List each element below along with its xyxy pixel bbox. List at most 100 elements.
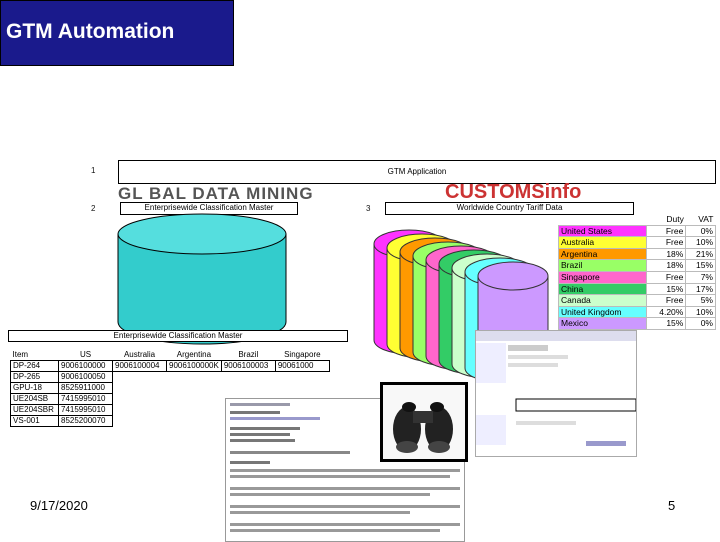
classification-header: Brazil	[238, 350, 259, 359]
classification-header: Australia	[123, 350, 156, 359]
tariff-country-cell: United Kingdom	[557, 305, 648, 319]
tariff-header-row: Duty VAT	[559, 214, 716, 225]
gtm-application-box: GTM Application	[118, 160, 716, 184]
step2-number: 2	[91, 204, 96, 213]
tariff-duty-cell: 18%	[646, 247, 687, 261]
binoculars-icon	[393, 402, 453, 453]
classification-header: US	[79, 350, 92, 359]
tariff-country-cell: Australia	[557, 236, 648, 249]
tariff-country-cell: Canada	[557, 294, 648, 307]
classification-cell: 8525200070	[58, 415, 113, 427]
tariff-data-box: Worldwide Country Tariff Data	[385, 202, 634, 215]
master-label-box: Enterprisewide Classification Master	[8, 330, 348, 342]
gtm-application-label: GTM Application	[387, 167, 447, 176]
classification-cell: DP-265	[10, 371, 59, 383]
tariff-vat-cell: 10%	[685, 236, 716, 249]
classification-cell: 7415995010	[58, 393, 113, 405]
customsinfo-logo: CUSTOMSinfo	[445, 181, 582, 203]
classification-cell	[221, 383, 275, 394]
tariff-vat-cell: 0%	[685, 224, 716, 238]
tariff-vat-cell: 5%	[685, 294, 716, 307]
global-data-mining-logo: GL BAL DATA MINING	[118, 184, 314, 203]
tariff-header: Duty	[666, 214, 684, 224]
classification-cell	[167, 416, 222, 427]
classification-cell: 9006100050	[58, 371, 113, 383]
tariff-duty-cell: 4.20%	[646, 305, 687, 319]
page-number: 5	[668, 498, 676, 513]
tariff-vat-cell: 0%	[685, 317, 716, 330]
classification-cell	[113, 394, 167, 405]
tariff-duty-cell: Free	[646, 294, 687, 307]
classification-cell: DP-264	[10, 360, 59, 372]
classification-master-label: Enterprisewide Classification Master	[144, 203, 274, 212]
footer-date: 9/17/2020	[30, 498, 88, 513]
tariff-country-cell: Argentina	[557, 247, 648, 261]
classification-header: Singapore	[284, 350, 321, 359]
classification-cell	[221, 372, 275, 383]
classification-cell	[113, 416, 167, 427]
tariff-duty-cell: Free	[646, 270, 687, 284]
classification-cell	[113, 405, 167, 416]
classification-cell: GPU-18	[10, 382, 59, 394]
classification-cell	[275, 383, 329, 394]
tariff-duty-cell: 18%	[646, 259, 687, 272]
classification-cell	[167, 394, 222, 405]
tariff-vat-cell: 15%	[685, 259, 716, 272]
title-box	[0, 0, 234, 66]
classification-cell	[167, 383, 222, 394]
tariff-country-cell: China	[557, 282, 648, 296]
classification-cell	[113, 383, 167, 394]
tariff-vat-cell: 17%	[685, 282, 716, 296]
step3-number: 3	[366, 204, 371, 213]
tariff-duty-cell: Free	[646, 224, 687, 238]
classification-cell: 9006100000K	[166, 360, 222, 372]
classification-cell: UE204SB	[10, 393, 59, 405]
tariff-vat-cell: 10%	[685, 305, 716, 319]
classification-cell: VS-001	[10, 415, 59, 427]
app-screenshot-thumbnail	[475, 330, 637, 457]
classification-cell: 9006100004	[112, 360, 167, 372]
classification-cell	[167, 372, 222, 383]
classification-cell: 7415995010	[58, 404, 113, 416]
step1-number: 1	[91, 166, 96, 175]
classification-cell: 9006100003	[220, 360, 276, 372]
tariff-country-cell: Mexico	[557, 317, 648, 330]
classification-cell: UE204SBR	[10, 404, 59, 416]
tariff-duty-cell: Free	[646, 236, 687, 249]
classification-cell: 8525911000	[58, 382, 113, 394]
tariff-country-cell: Singapore	[557, 270, 648, 284]
classification-cell	[275, 372, 329, 383]
tariff-country-cell: Brazil	[557, 259, 648, 272]
tariff-duty-cell: 15%	[646, 282, 687, 296]
classification-header-row: Item US Australia Argentina Brazil Singapore	[11, 350, 330, 361]
tariff-data-label: Worldwide Country Tariff Data	[456, 203, 563, 212]
classification-cell	[113, 372, 167, 383]
slide-title: GTM Automation	[6, 20, 175, 43]
tariff-header: VAT	[698, 214, 714, 224]
binoculars-photo	[380, 382, 468, 462]
classification-header: Item	[12, 350, 29, 359]
tariff-country-cell: United States	[557, 224, 648, 238]
tariff-vat-cell: 7%	[685, 270, 716, 284]
tariff-vat-cell: 21%	[685, 247, 716, 261]
classification-cell	[167, 405, 222, 416]
classification-cell: 9006100000	[58, 360, 113, 372]
master-label: Enterprisewide Classification Master	[113, 331, 243, 340]
classification-cell: 90061000	[274, 360, 330, 372]
classification-header: Argentina	[176, 350, 212, 359]
tariff-duty-cell: 15%	[646, 317, 687, 330]
classification-cylinder	[117, 213, 287, 345]
